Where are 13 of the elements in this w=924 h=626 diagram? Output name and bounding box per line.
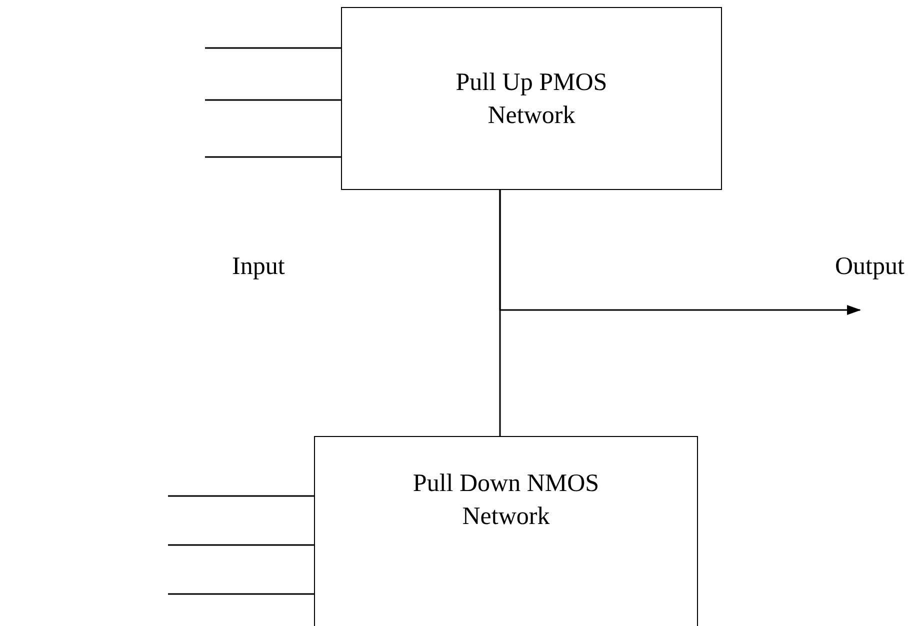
block-box (314, 436, 698, 626)
arrow (499, 190, 861, 315)
wire-line (168, 544, 314, 546)
wire-line (205, 47, 341, 49)
block-title: Pull Down NMOS Network (412, 469, 600, 532)
wire-line (168, 495, 314, 497)
wire-line (168, 593, 314, 595)
wire-line (205, 99, 341, 101)
block-title: Pull Up PMOS Network (454, 68, 608, 131)
wire-line (205, 156, 341, 158)
port-label: Output (835, 252, 904, 282)
block-box (341, 7, 722, 190)
port-label: Input (232, 252, 285, 282)
